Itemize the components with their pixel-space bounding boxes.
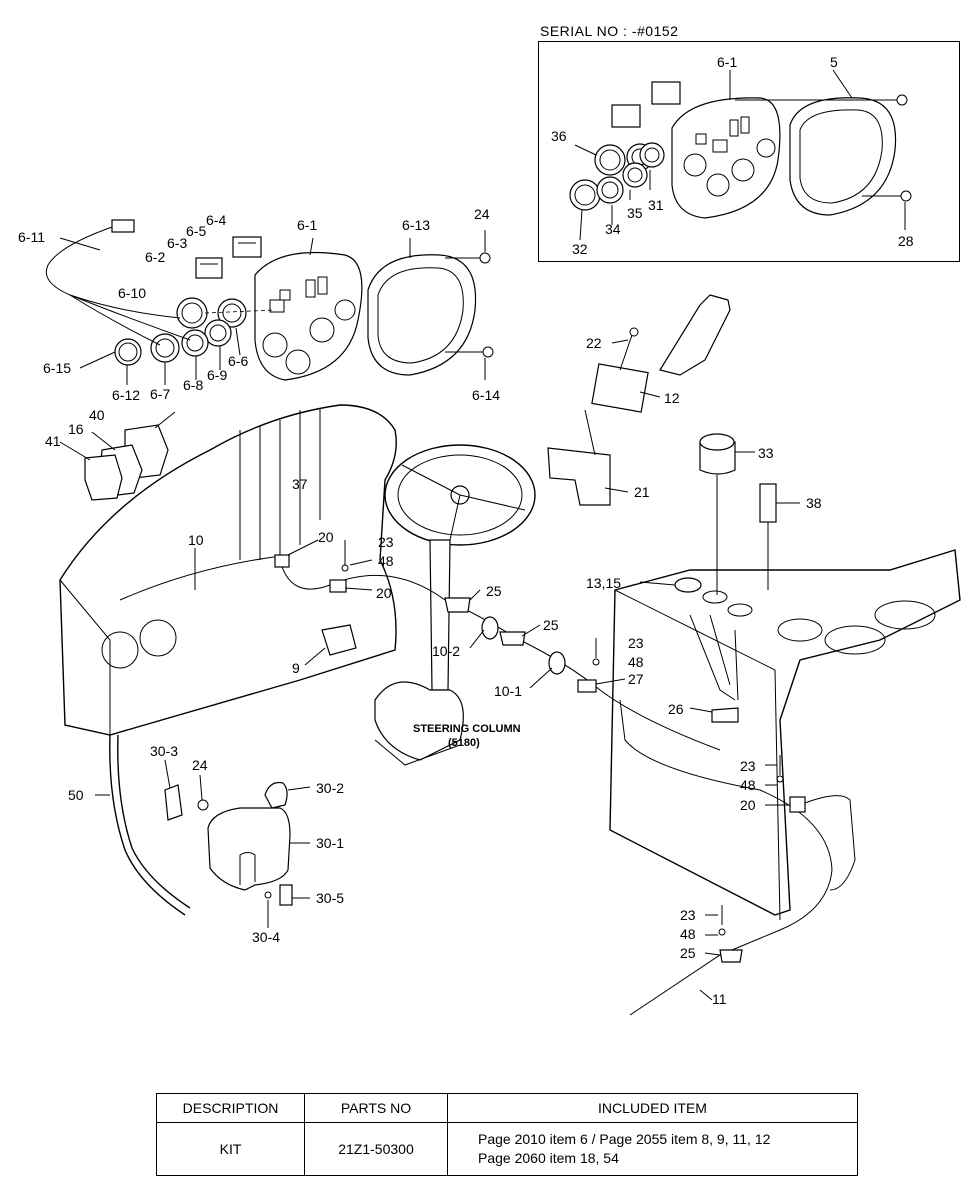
- header-included-item: INCLUDED ITEM: [447, 1093, 858, 1123]
- inset-label-35: 35: [627, 205, 643, 221]
- label-23-right: 23: [740, 758, 756, 774]
- serial-number-title: SERIAL NO : -#0152: [540, 23, 679, 39]
- washer-tank-assembly: [95, 734, 311, 928]
- label-6-1: 6-1: [297, 217, 317, 233]
- label-27: 27: [628, 671, 644, 687]
- label-23-mid: 23: [628, 635, 644, 651]
- inset-drawing: [569, 69, 912, 241]
- instrument-cluster: [45, 219, 494, 385]
- label-6-2: 6-2: [145, 249, 165, 265]
- right-console: [609, 433, 961, 1016]
- part-labels: 6-11 6-4 6-5 6-3 6-2 6-1 6-13 24 6-10 6-…: [18, 54, 914, 1007]
- label-6-7: 6-7: [150, 386, 170, 402]
- inset-label-34: 34: [605, 221, 621, 237]
- label-6-13: 6-13: [402, 217, 430, 233]
- label-24: 24: [474, 206, 490, 222]
- steering-column-code: (5180): [448, 737, 480, 749]
- label-30-3: 30-3: [150, 743, 178, 759]
- inset-label-32: 32: [572, 241, 588, 257]
- label-41: 41: [45, 433, 61, 449]
- label-30-2: 30-2: [316, 780, 344, 796]
- label-6-14: 6-14: [472, 387, 500, 403]
- label-50: 50: [68, 787, 84, 803]
- steering-column-label: STEERING COLUMN: [413, 723, 521, 735]
- label-37: 37: [292, 476, 308, 492]
- label-33: 33: [758, 445, 774, 461]
- header-description: DESCRIPTION: [156, 1093, 305, 1123]
- label-25-mid: 25: [543, 617, 559, 633]
- label-6-6: 6-6: [228, 353, 248, 369]
- label-40: 40: [89, 407, 105, 423]
- table-row: KIT 21Z1-50300 Page 2010 item 6 / Page 2…: [156, 1122, 858, 1176]
- label-25-upper: 25: [486, 583, 502, 599]
- label-21: 21: [634, 484, 650, 500]
- kit-table-header-row: DESCRIPTION PARTS NO INCLUDED ITEM: [156, 1093, 858, 1123]
- cell-included-item: Page 2010 item 6 / Page 2055 item 8, 9, …: [447, 1122, 858, 1176]
- label-30-4: 30-4: [252, 929, 280, 945]
- label-10-1: 10-1: [494, 683, 522, 699]
- label-6-5: 6-5: [186, 223, 206, 239]
- inset-label-5: 5: [830, 54, 838, 70]
- label-20-upper: 20: [318, 529, 334, 545]
- serial-inset-box: [538, 41, 960, 262]
- cell-parts-no: 21Z1-50300: [304, 1122, 448, 1176]
- inset-label-36: 36: [551, 128, 567, 144]
- label-11: 11: [712, 991, 727, 1007]
- label-48-lower: 48: [680, 926, 696, 942]
- label-23-lower: 23: [680, 907, 696, 923]
- dashboard-assembly: [59, 294, 731, 766]
- inset-label-31: 31: [648, 197, 664, 213]
- label-48-right: 48: [740, 777, 756, 793]
- label-9: 9: [292, 660, 300, 676]
- label-38: 38: [806, 495, 822, 511]
- label-24-lower: 24: [192, 757, 208, 773]
- included-line-1: Page 2010 item 6 / Page 2055 item 8, 9, …: [478, 1131, 771, 1147]
- kit-table: DESCRIPTION PARTS NO INCLUDED ITEM KIT 2…: [156, 1093, 858, 1176]
- label-6-12: 6-12: [112, 387, 140, 403]
- header-parts-no: PARTS NO: [304, 1093, 448, 1123]
- label-26: 26: [668, 701, 684, 717]
- label-30-1: 30-1: [316, 835, 344, 851]
- label-10: 10: [188, 532, 204, 548]
- label-6-10: 6-10: [118, 285, 146, 301]
- label-23-upper: 23: [378, 534, 394, 550]
- inset-label-6-1: 6-1: [717, 54, 737, 70]
- label-30-5: 30-5: [316, 890, 344, 906]
- label-10-2: 10-2: [432, 643, 460, 659]
- label-25-lower: 25: [680, 945, 696, 961]
- included-line-2: Page 2060 item 18, 54: [478, 1150, 619, 1166]
- label-48-mid: 48: [628, 654, 644, 670]
- label-48-upper: 48: [378, 553, 394, 569]
- label-6-15: 6-15: [43, 360, 71, 376]
- cell-description: KIT: [156, 1122, 305, 1176]
- label-20-mid: 20: [376, 585, 392, 601]
- label-22: 22: [586, 335, 602, 351]
- label-20-right: 20: [740, 797, 756, 813]
- label-6-4: 6-4: [206, 212, 226, 228]
- inset-label-28: 28: [898, 233, 914, 249]
- label-6-11: 6-11: [18, 229, 45, 245]
- label-6-8: 6-8: [183, 377, 203, 393]
- label-13-15: 13,15: [586, 575, 621, 591]
- label-12: 12: [664, 390, 680, 406]
- label-6-9: 6-9: [207, 367, 227, 383]
- label-16: 16: [68, 421, 84, 437]
- label-6-3: 6-3: [167, 235, 187, 251]
